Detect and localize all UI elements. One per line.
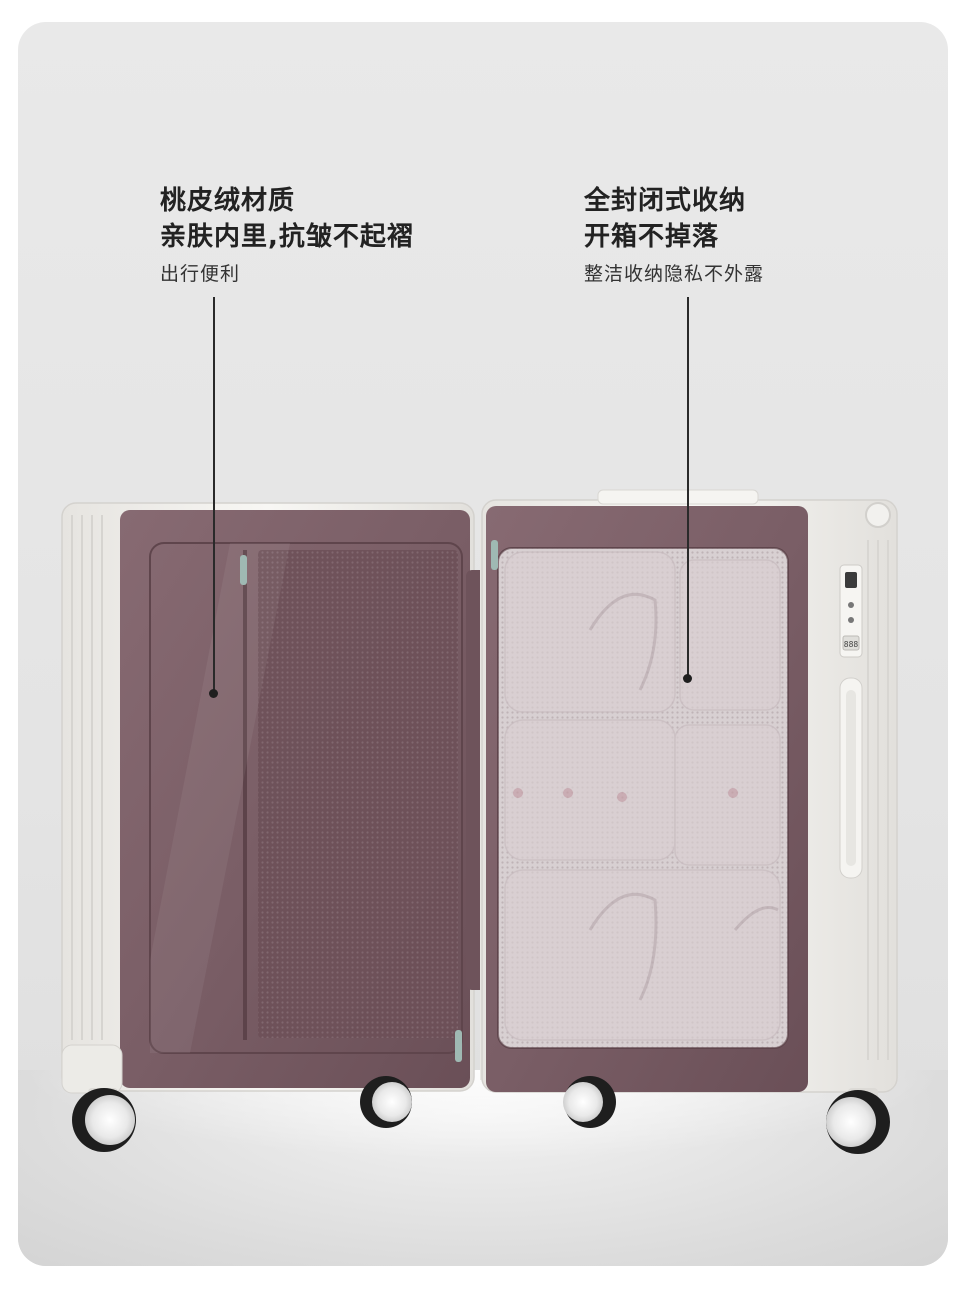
left-wheels bbox=[72, 1076, 412, 1152]
leader-line-left bbox=[213, 297, 215, 692]
leader-dot-right bbox=[683, 674, 692, 683]
leader-dot-left bbox=[209, 689, 218, 698]
left-shell bbox=[61, 502, 475, 1094]
right-wheels bbox=[563, 1076, 890, 1154]
callout-left: 桃皮绒材质 亲肤内里,抗皱不起褶 出行便利 bbox=[160, 183, 414, 289]
lock-code-text: 888 bbox=[844, 640, 859, 649]
callout-right-line2: 开箱不掉落 bbox=[584, 222, 720, 252]
callout-left-line1: 桃皮绒材质 bbox=[160, 186, 296, 216]
right-shell bbox=[481, 489, 898, 1093]
leader-line-right bbox=[687, 297, 689, 675]
callout-left-line2: 亲肤内里,抗皱不起褶 bbox=[160, 222, 414, 252]
callout-right: 全封闭式收纳 开箱不掉落 整洁收纳隐私不外露 bbox=[584, 183, 764, 289]
callout-left-sub: 出行便利 bbox=[160, 263, 241, 285]
callout-right-line1: 全封闭式收纳 bbox=[584, 186, 747, 216]
callout-right-sub: 整洁收纳隐私不外露 bbox=[584, 263, 765, 285]
